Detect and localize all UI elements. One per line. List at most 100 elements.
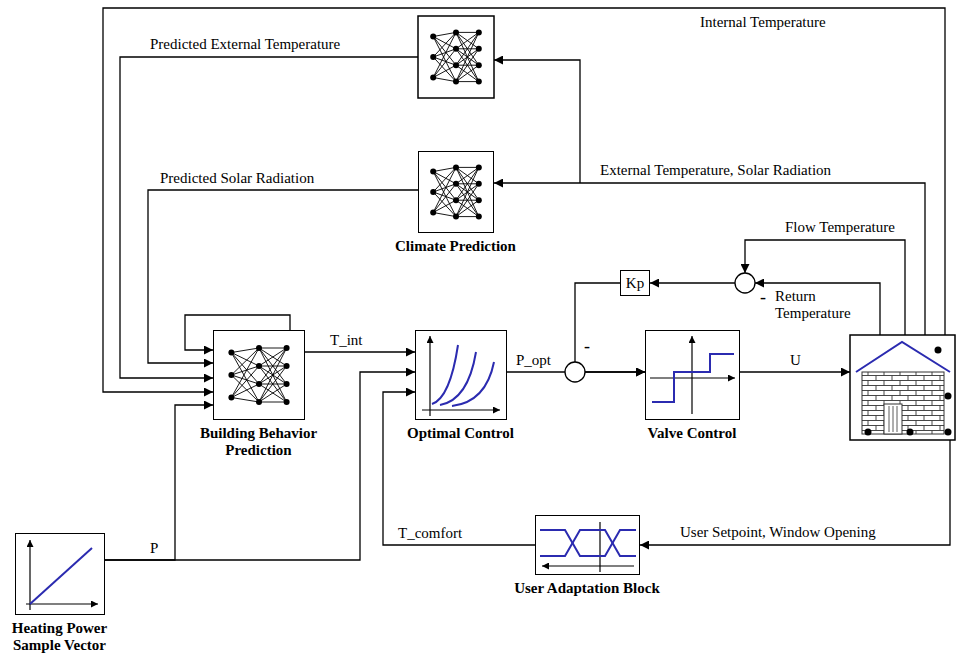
network-neuron — [228, 372, 234, 378]
network-neuron — [256, 345, 262, 351]
signal-label: T_comfort — [398, 525, 462, 542]
network-neuron — [476, 197, 482, 203]
signal-connector — [383, 392, 535, 545]
house-frame — [850, 335, 955, 440]
sensor-dot — [935, 347, 942, 354]
network-neuron — [284, 399, 290, 405]
network-link — [433, 172, 456, 217]
network-neuron — [228, 350, 234, 356]
sensor-dot — [945, 393, 952, 400]
input-block: Heating Power Sample Vector — [15, 533, 105, 615]
network-link — [433, 192, 456, 217]
network-link — [259, 384, 287, 402]
gain-wire — [650, 282, 735, 283]
summing-junction — [735, 273, 755, 293]
network-neuron — [476, 62, 482, 68]
network-neuron — [453, 164, 459, 170]
signal-label: External Temperature, Solar Radiation — [600, 162, 831, 179]
curve — [452, 362, 494, 406]
house-roof — [856, 342, 950, 372]
sensor-dot — [945, 429, 952, 436]
signal-label: Internal Temperature — [700, 14, 826, 31]
block-label: Kp — [626, 276, 644, 291]
sign-label: - — [584, 336, 590, 357]
network-neuron — [430, 189, 436, 195]
network-neuron — [284, 363, 290, 369]
axis — [429, 336, 430, 416]
house-door — [884, 404, 902, 434]
signal-connector — [105, 405, 213, 560]
network-link — [456, 216, 479, 217]
network-link — [433, 184, 456, 213]
signal-connector — [148, 190, 418, 363]
climate-input-wire — [494, 60, 580, 183]
network-link — [456, 81, 479, 82]
axis — [29, 540, 30, 610]
network-link — [433, 213, 456, 217]
network-link — [433, 37, 456, 82]
hysteresis-curve — [540, 530, 636, 556]
network-neuron — [453, 214, 459, 220]
network-link — [259, 366, 287, 402]
signal-label: P_opt — [516, 352, 551, 369]
network-link — [456, 167, 479, 200]
network-link — [456, 32, 479, 65]
network-neuron — [476, 79, 482, 85]
network-neuron — [256, 399, 262, 405]
network-link — [456, 32, 479, 65]
network-link — [259, 348, 287, 384]
return-temperature-wire — [755, 283, 880, 335]
climate-input-wire — [494, 183, 925, 335]
signal-connector — [185, 315, 290, 350]
network-link — [456, 32, 479, 33]
axis — [26, 603, 98, 604]
signal-label: Return Temperature — [775, 288, 865, 323]
adaptation-block: User Adaptation Block — [535, 515, 640, 575]
sensor-dot — [907, 429, 914, 436]
network-neuron — [430, 54, 436, 60]
network-neuron — [453, 29, 459, 35]
block-title: Climate Prediction — [381, 238, 531, 255]
door-lines — [889, 406, 897, 432]
house-illustration — [850, 335, 955, 440]
network-link — [456, 167, 479, 216]
network-link — [456, 49, 479, 82]
network-link — [433, 78, 456, 82]
network-link — [433, 32, 456, 77]
network-link — [456, 184, 479, 217]
axis — [691, 336, 692, 414]
network-neuron — [228, 395, 234, 401]
ramp-line — [30, 548, 92, 604]
network-link — [456, 32, 479, 81]
hysteresis-plot — [540, 522, 636, 572]
network-neuron — [430, 75, 436, 81]
sensor-dot — [865, 429, 872, 436]
network-link — [259, 402, 287, 403]
network-link — [433, 167, 456, 212]
valve-output-wire — [740, 371, 850, 372]
block-title: Optimal Control — [391, 425, 531, 442]
network-neuron — [284, 381, 290, 387]
signal-label: Predicted Solar Radiation — [160, 170, 314, 187]
network-link — [231, 384, 259, 398]
summing-junction — [565, 362, 585, 382]
network-neuron — [256, 381, 262, 387]
network-link — [456, 32, 479, 81]
network-link — [456, 65, 479, 81]
network-neuron — [453, 197, 459, 203]
block-title: User Adaptation Block — [497, 580, 677, 597]
signal-label: U — [790, 352, 801, 369]
network-link — [456, 167, 479, 168]
block-title: Heating Power Sample Vector — [0, 620, 120, 655]
ramp-plot — [26, 540, 98, 610]
network-link — [231, 366, 259, 398]
network-neuron — [284, 345, 290, 351]
network-link — [259, 348, 287, 402]
network-link — [456, 167, 479, 200]
brick-wall — [862, 372, 944, 434]
network-neuron — [476, 214, 482, 220]
network-neuron — [430, 34, 436, 40]
user-input-wire — [640, 440, 950, 545]
